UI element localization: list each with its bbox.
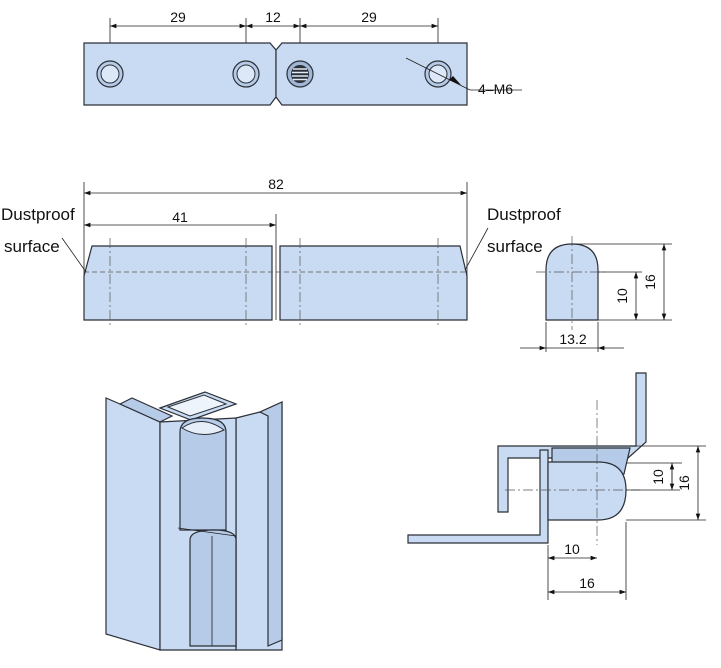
iso-left-leaf (105, 397, 161, 651)
dustproof-label-right-1: Dustproof (487, 205, 561, 224)
top-dim-left: 29 (170, 9, 186, 25)
top-dim-right: 29 (361, 9, 377, 25)
top-view: 29 12 29 4–M6 (83, 9, 522, 106)
install-lower-sheet (407, 449, 549, 544)
side-view: 10 16 13.2 (520, 236, 672, 352)
side-dim-width: 13.2 (559, 331, 586, 347)
dustproof-label-left-1: Dustproof (1, 205, 75, 224)
side-dim-total-height: 16 (642, 274, 658, 290)
hole-callout: 4–M6 (478, 81, 513, 97)
iso-upper-knuckle (179, 417, 227, 531)
dim-half-length: 41 (172, 209, 188, 225)
install-dim-body-width: 10 (564, 541, 580, 557)
top-right-leaf (275, 42, 468, 106)
installation-view: 10 16 10 16 (407, 372, 706, 600)
install-dim-total-width: 16 (579, 575, 595, 591)
install-upper-sheet (497, 372, 647, 513)
front-left-half (83, 245, 273, 321)
dim-overall-length: 82 (268, 176, 284, 192)
mounting-hole (96, 60, 124, 88)
side-dim-body-height: 10 (614, 288, 630, 304)
front-view: 82 41 Dustproof surface Dustproof surfac… (1, 176, 561, 326)
mounting-hole (232, 60, 260, 88)
dustproof-label-right-2: surface (487, 237, 543, 256)
hinge-pin-end (286, 60, 314, 88)
iso-lower-knuckle (189, 529, 237, 647)
install-hinge-body (547, 461, 627, 521)
install-dim-total-height: 16 (676, 475, 692, 491)
dustproof-label-left-2: surface (4, 237, 60, 256)
isometric-view (105, 391, 283, 651)
install-dim-body-height: 10 (650, 469, 666, 485)
front-right-half (279, 245, 468, 321)
top-dim-middle: 12 (265, 9, 281, 25)
